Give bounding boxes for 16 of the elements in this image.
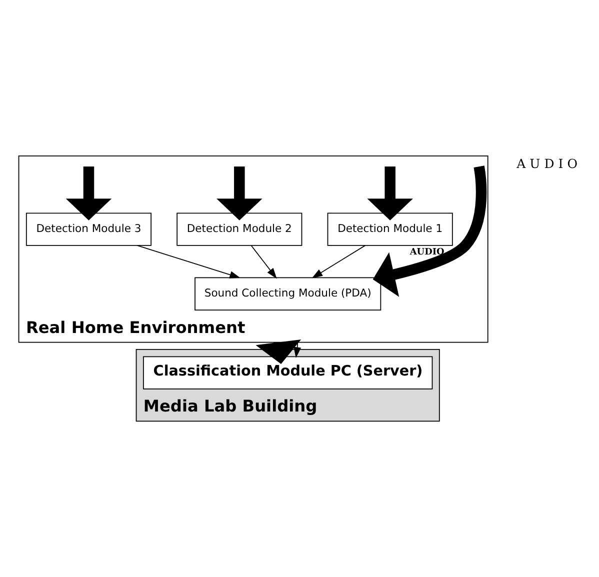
- arrow: [312, 245, 366, 278]
- arrow: [136, 245, 240, 278]
- arrow: [367, 166, 413, 220]
- arrow: [372, 166, 487, 297]
- arrow: [216, 166, 262, 220]
- node-box: Sound Collecting Module (PDA): [194, 277, 382, 310]
- arrow: [294, 342, 302, 358]
- label: A U D I O: [516, 156, 578, 172]
- node-box: Detection Module 1: [327, 212, 453, 246]
- node-box: Detection Module 2: [176, 212, 302, 246]
- arrow: [250, 245, 277, 279]
- arrow: [256, 340, 302, 364]
- node-box: Classification Module PC (Server): [143, 356, 433, 390]
- node-box: Detection Module 3: [26, 212, 152, 246]
- edge-label: AUDIO: [410, 248, 444, 258]
- arrow: [66, 166, 112, 220]
